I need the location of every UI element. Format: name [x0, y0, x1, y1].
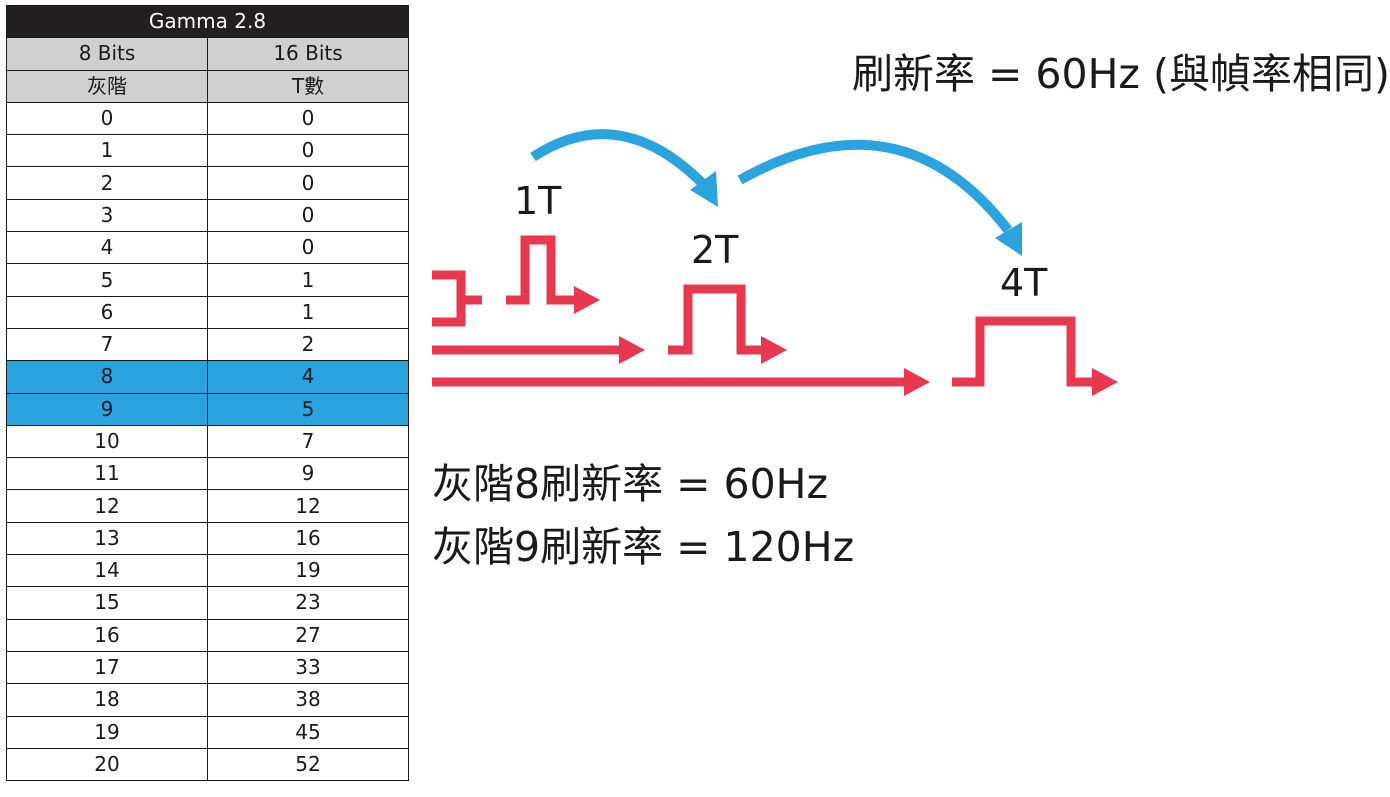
t-count-cell: 4 [207, 360, 409, 394]
gray-level-cell: 18 [6, 683, 208, 717]
label-1t: 1T [514, 179, 562, 223]
gray-level-cell: 19 [6, 715, 208, 749]
t-count-cell: 0 [207, 166, 409, 200]
arc-arrowhead-1 [690, 171, 718, 207]
gray-level-cell: 20 [6, 747, 208, 782]
gray-level-cell: 7 [6, 327, 208, 362]
header-t-count: T數 [207, 69, 409, 103]
t-count-cell: 33 [207, 650, 409, 685]
t-count-cell: 1 [207, 295, 409, 329]
table-title: Gamma 2.8 [6, 4, 409, 39]
gray-level-cell: 6 [6, 295, 208, 329]
table-header-row: 灰階 T數 [6, 69, 409, 103]
refresh-rate-note: 刷新率 = 60Hz (與幀率相同) [852, 50, 1390, 98]
gray9-rate: 灰階9刷新率 = 120Hz [432, 523, 855, 571]
t-count-cell: 0 [207, 198, 409, 233]
arc-arrowhead-2 [995, 222, 1022, 256]
arc-arrow-2 [737, 139, 1012, 234]
gray-level-cell: 12 [6, 489, 208, 523]
arrowhead-2t [761, 336, 787, 364]
t-count-cell: 0 [207, 101, 409, 136]
pulse-4t [952, 316, 1096, 387]
red-waveforms [432, 235, 1096, 387]
t-count-cell: 5 [207, 392, 409, 426]
gray-level-cell: 1 [6, 134, 208, 168]
arrowhead-line-2 [904, 368, 930, 396]
arrowhead-4t [1092, 368, 1118, 396]
label-2t: 2T [691, 228, 739, 272]
pulse-2t [668, 284, 764, 355]
table-title-row: Gamma 2.8 [6, 4, 409, 39]
red-arrowheads [574, 286, 1118, 396]
t-count-cell: 45 [207, 715, 409, 749]
gray-level-cell: 2 [6, 166, 208, 200]
left-step [432, 270, 466, 327]
gray-level-cell: 17 [6, 650, 208, 685]
header-gray-level: 灰階 [6, 69, 208, 103]
blue-arcs [530, 129, 1022, 256]
t-count-cell: 7 [207, 424, 409, 459]
t-count-cell: 38 [207, 683, 409, 717]
gray-level-cell: 0 [6, 101, 208, 136]
gray8-rate: 灰階8刷新率 = 60Hz [432, 460, 829, 508]
label-4t: 4T [1000, 261, 1048, 305]
t-count-cell: 52 [207, 747, 409, 782]
gray-level-cell: 9 [6, 392, 208, 426]
gray-level-cell: 3 [6, 198, 208, 233]
gray-level-cell: 8 [6, 360, 208, 394]
gray-level-cell: 15 [6, 586, 208, 620]
pulse-1t [506, 235, 578, 305]
header-8bits: 8 Bits [6, 37, 208, 71]
t-count-cell: 0 [207, 134, 409, 168]
t-count-cell: 23 [207, 586, 409, 620]
arrowhead-1t [574, 286, 600, 314]
t-count-cell: 16 [207, 521, 409, 556]
t-count-cell: 27 [207, 618, 409, 652]
arc-arrow-1 [530, 129, 708, 189]
t-count-cell: 12 [207, 489, 409, 523]
arrowhead-line-1 [619, 336, 645, 364]
